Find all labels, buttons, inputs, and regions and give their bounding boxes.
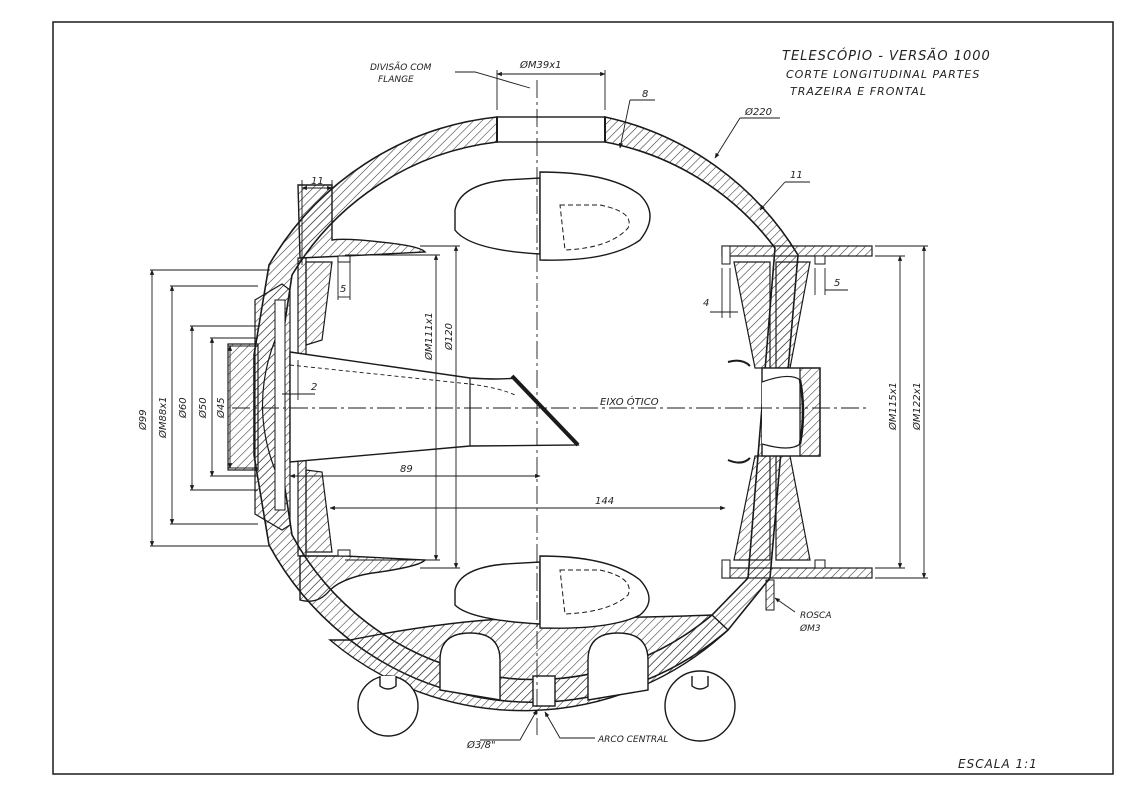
dim-outer-diameter: Ø220 [744, 106, 772, 118]
upper-lightening-hole [454, 171, 651, 261]
dim-dm115: ØM115x1 [887, 382, 899, 431]
dim-len-89: 89 [400, 464, 413, 475]
thread-note-2: ØM3 [799, 623, 821, 634]
central-bolt [532, 675, 556, 707]
dim-len-144: 144 [595, 496, 614, 507]
dim-d60: Ø60 [177, 397, 189, 419]
dim-d50: Ø50 [197, 397, 209, 419]
dim-d99: Ø99 [137, 409, 149, 431]
dim-gap-5-left: 5 [340, 284, 346, 295]
dim-gap-2: 2 [311, 382, 317, 393]
dim-gap-4: 4 [703, 298, 709, 309]
dim-wall-11-left: 11 [311, 176, 324, 187]
sphere-body [253, 116, 799, 712]
dim-d45: Ø45 [215, 397, 227, 419]
optical-axis-label: EIXO ÓTICO [600, 395, 659, 408]
base-cutout-left [439, 632, 501, 701]
sheet-border [52, 21, 1114, 775]
dim-dm88: ØM88x1 [157, 396, 169, 439]
dim-dm111: ØM111x1 [423, 312, 435, 361]
bolt-label: Ø3/8" [466, 739, 496, 751]
lower-rib [299, 555, 427, 602]
dimensions [149, 70, 928, 741]
dim-wall-8: 8 [642, 89, 648, 100]
top-port [496, 116, 606, 143]
central-arc-label: ARCO CENTRAL [597, 735, 668, 745]
flange-note-2: FLANGE [378, 75, 414, 85]
dim-dm122: ØM122x1 [911, 382, 923, 431]
dim-wall-11-right: 11 [790, 170, 803, 181]
feet [357, 670, 736, 742]
title-line-3: TRAZEIRA E FRONTAL [790, 85, 927, 98]
eyepiece-tube [289, 351, 580, 463]
rear-assembly [227, 255, 580, 557]
scale-label: ESCALA 1:1 [958, 757, 1038, 771]
upper-rib [297, 184, 427, 259]
front-assembly [721, 245, 873, 611]
title-line-1: TELESCÓPIO - VERSÃO 1000 [782, 48, 991, 64]
lower-lightening-hole [454, 555, 650, 629]
diagonal-mirror [510, 374, 580, 447]
title-line-2: CORTE LONGITUDINAL PARTES [786, 68, 980, 81]
thread-note-1: ROSCA [800, 611, 832, 621]
dim-gap-5-right: 5 [834, 278, 840, 289]
focuser-stem [227, 343, 259, 471]
dim-d120: Ø120 [443, 323, 455, 351]
base-cutout-right [587, 632, 649, 701]
dim-top-port: ØM39x1 [519, 59, 562, 71]
flange-note-1: DIVISÃO COM [370, 62, 432, 73]
